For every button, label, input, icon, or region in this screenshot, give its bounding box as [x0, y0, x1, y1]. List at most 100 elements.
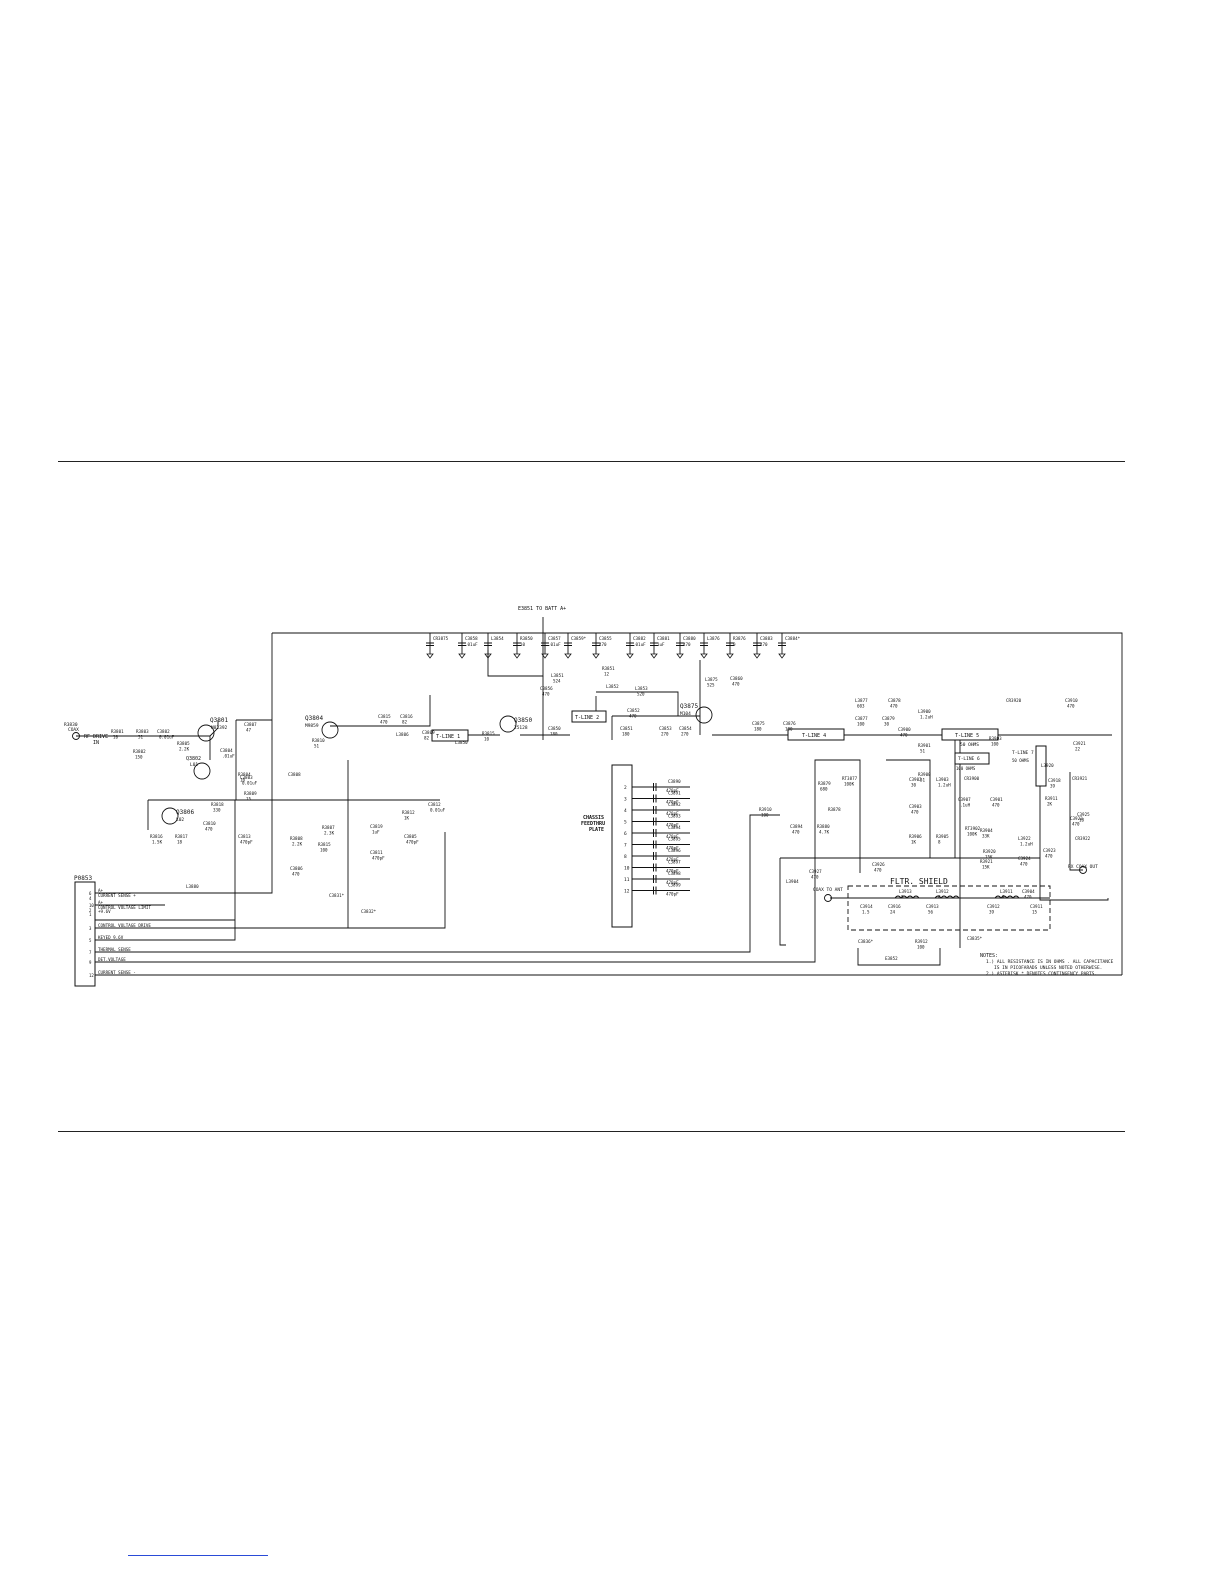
rail-part-val: .01uF: [633, 642, 646, 647]
part-value: 520: [637, 692, 645, 697]
part-ref: C3810: [203, 821, 216, 826]
part-value: 15: [1032, 910, 1038, 915]
ground-icon: [726, 649, 734, 659]
part-value: 10: [484, 737, 490, 742]
q3806-part: L02: [176, 817, 184, 823]
rail-part-ref: C3880: [683, 636, 696, 641]
part-ref: C3832*: [361, 909, 377, 914]
part-value: 8: [901, 895, 904, 900]
part-ref: C3910: [1065, 698, 1078, 703]
part-value: 30: [911, 783, 917, 788]
part-ref: R3905: [936, 834, 949, 839]
connector-pin-number: 12: [89, 973, 94, 978]
part-value: 1.5K: [152, 840, 163, 845]
tline-2-label: T-LINE 2: [575, 715, 599, 721]
rail-part-val: 10: [520, 642, 526, 647]
part-value: 12: [604, 672, 610, 677]
part-value: 82: [424, 736, 430, 741]
part-ref: L3806: [396, 732, 409, 737]
ground-icon: [564, 649, 572, 659]
part-ref: C3927: [809, 869, 822, 874]
part-ref: R3901: [918, 743, 931, 748]
ground-icon: [778, 649, 786, 659]
part-ref: L3853: [635, 686, 648, 691]
connector-pin-label: +9.6V: [98, 909, 111, 914]
rail-part-ref: C3858: [465, 636, 478, 641]
part-value: .01uF: [222, 754, 235, 759]
part-ref: C3856: [540, 686, 553, 691]
tline-6-impedance: 100 OHMS: [956, 766, 976, 771]
part-value: 10: [240, 778, 246, 783]
ground-icon: [650, 649, 658, 659]
part-value: 15K: [985, 855, 993, 860]
connector-pin-label: CONTROL VOLTAGE LIMIT: [98, 905, 151, 910]
part-value: 51: [920, 749, 926, 754]
feedthru-rows: 2C3890470pF3C3891470pF4C3892470pF5C38934…: [624, 779, 690, 897]
part-value: 2K: [1047, 802, 1053, 807]
part-value: 470: [992, 803, 1000, 808]
part-ref: R3812: [402, 810, 415, 815]
chassis-label-2: FEEDTHRU: [581, 821, 605, 827]
part-ref: C3851: [620, 726, 633, 731]
part-ref: C3835*: [967, 936, 983, 941]
part-value: 1uF: [372, 830, 380, 835]
q3806-ref: Q3806: [176, 809, 194, 816]
feedthru-cap-ref: C3893: [668, 814, 681, 819]
part-ref: C3912: [987, 904, 1000, 909]
footer-link-underline[interactable]: [128, 1555, 268, 1556]
feedthru-cap-ref: C3891: [668, 791, 681, 796]
part-value: 470: [1024, 895, 1032, 900]
part-ref: L3913: [899, 889, 912, 894]
part-value: 524: [553, 679, 561, 684]
feedthru-cap-ref: C3895: [668, 837, 681, 842]
batt-label: E3851 TO BATT A+: [518, 606, 566, 612]
feedthru-cap-val: 470pF: [666, 788, 679, 793]
rail-part-val: .01uF: [465, 642, 478, 647]
part-value: 8: [938, 840, 941, 845]
part-value: 525: [707, 683, 715, 688]
part-value: 100: [917, 945, 925, 950]
part-ref: L3852: [606, 684, 619, 689]
part-value: 0.01uF: [159, 735, 175, 740]
rail-part-val: 0: [733, 642, 736, 647]
part-ref: L3850: [455, 740, 468, 745]
part-value: 470: [900, 733, 908, 738]
tline-7-impedance: 50 OHMS: [1012, 758, 1029, 763]
rail-part-ref: C3884*: [785, 636, 801, 641]
tline-blocks: [431, 710, 1047, 787]
part-ref: R3911: [1045, 796, 1058, 801]
part-value: 33K: [982, 834, 990, 839]
part-ref: C3903: [909, 804, 922, 809]
part-value: 180: [622, 732, 630, 737]
part-value: 0.01uF: [430, 808, 446, 813]
part-ref: L3877: [855, 698, 868, 703]
part-ref: R3818: [211, 802, 224, 807]
part-value: 1K: [404, 816, 410, 821]
part-ref: C3819: [370, 824, 383, 829]
part-value: 100: [320, 848, 328, 853]
part-ref: L3922: [1018, 836, 1031, 841]
q3801-part: M82392: [211, 725, 228, 731]
filter-shield-box: [847, 885, 1051, 931]
part-value: 1.2uH: [920, 715, 933, 720]
part-ref: R3802: [133, 749, 146, 754]
part-ref: C3816: [400, 714, 413, 719]
part-ref: L3900: [918, 709, 931, 714]
connector-pin-number: 9: [89, 960, 92, 965]
feedthru-cap-ref: C3898: [668, 871, 681, 876]
part-ref: CR3921: [1072, 776, 1088, 781]
chassis-label-3: PLATE: [589, 827, 604, 833]
rail-part-ref: R3876: [733, 636, 746, 641]
q3850-part: 25128: [514, 725, 528, 731]
connector-pin-label: A+: [98, 900, 104, 905]
part-ref: C3926: [872, 862, 885, 867]
tline-6-label: T-LINE 6: [958, 756, 980, 762]
part-ref: C3805: [404, 834, 417, 839]
note-line-1: 1.) ALL RESISTANCE IS IN OHMS . ALL CAPA…: [986, 959, 1114, 965]
rail-part-val: .01uF: [548, 642, 561, 647]
part-value: 180: [754, 727, 762, 732]
part-value: 1.2uH: [1020, 842, 1033, 847]
part-ref: R3880: [817, 824, 830, 829]
part-value: 470pF: [372, 856, 385, 861]
part-value: 180: [550, 732, 558, 737]
